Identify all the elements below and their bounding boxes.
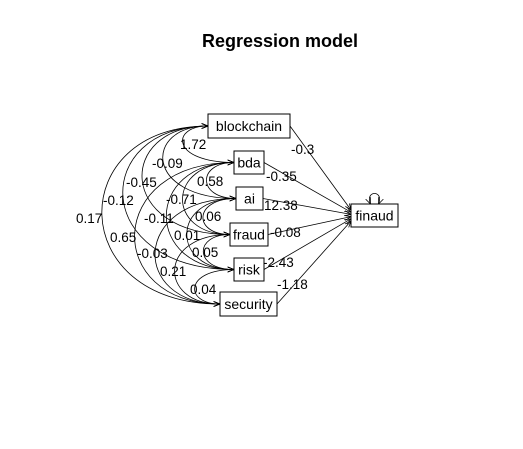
node-label-finaud: finaud bbox=[355, 208, 393, 224]
cov-coef-bda-fraud: -0.71 bbox=[166, 192, 197, 207]
node-label-fraud: fraud bbox=[233, 227, 265, 243]
cov-coef-blockchain-ai: -0.09 bbox=[152, 156, 183, 171]
diagram-title: Regression model bbox=[202, 31, 358, 51]
node-box-bda bbox=[233, 150, 265, 175]
regression-path-ai-finaud bbox=[262, 198, 351, 215]
coefficient-label-layer: -0.3 -0.35 12.38 -0.08 -2.43 -1.18 1.72 -0.09 -0… bbox=[76, 137, 314, 297]
covariance-curve-risk-security bbox=[194, 270, 234, 305]
cov-coef-bda-risk: -0.11 bbox=[144, 211, 174, 226]
node-label-security: security bbox=[224, 296, 272, 312]
node-box-finaud bbox=[350, 203, 399, 228]
path-coef-blockchain: -0.3 bbox=[291, 142, 314, 157]
node-box-blockchain bbox=[207, 113, 291, 139]
covariance-curve-blockchain-fraud bbox=[141, 126, 230, 235]
node-ai: ai bbox=[235, 186, 264, 211]
regression-path-layer bbox=[262, 125, 380, 305]
node-label-ai: ai bbox=[244, 191, 255, 207]
node-fraud: fraud bbox=[229, 222, 269, 247]
node-bda: bda bbox=[233, 150, 265, 175]
node-blockchain: blockchain bbox=[207, 113, 291, 139]
cov-coef-blockchain-risk: -0.12 bbox=[103, 193, 134, 208]
regression-path-risk-finaud bbox=[263, 219, 351, 270]
covariance-curve-bda-fraud bbox=[182, 163, 234, 235]
node-label-bda: bda bbox=[237, 155, 261, 171]
cov-coef-ai-risk: 0.01 bbox=[174, 228, 200, 243]
covariance-curve-fraud-security bbox=[174, 235, 230, 305]
covariance-layer bbox=[101, 126, 236, 305]
covariance-curve-ai-security bbox=[154, 199, 236, 305]
cov-coef-ai-fraud: 0.06 bbox=[195, 209, 221, 224]
cov-coef-ai-security: -0.03 bbox=[137, 246, 168, 261]
regression-path-blockchain-finaud bbox=[289, 125, 351, 210]
cov-coef-risk-security: 0.04 bbox=[190, 282, 217, 297]
node-finaud: finaud bbox=[350, 203, 399, 228]
node-box-ai bbox=[235, 186, 264, 211]
path-coef-ai: 12.38 bbox=[264, 198, 298, 213]
residual-variance-loop bbox=[369, 193, 379, 205]
regression-path-fraud-finaud bbox=[267, 217, 351, 235]
cov-coef-bda-security: 0.65 bbox=[110, 230, 136, 245]
cov-coef-blockchain-security: 0.17 bbox=[76, 211, 102, 226]
node-security: security bbox=[219, 291, 278, 317]
node-risk: risk bbox=[233, 257, 265, 282]
cov-coef-bda-ai: 0.58 bbox=[197, 174, 223, 189]
node-label-risk: risk bbox=[238, 262, 261, 278]
covariance-curve-blockchain-risk bbox=[122, 126, 234, 270]
covariance-curve-bda-security bbox=[134, 163, 234, 305]
path-coef-fraud: -0.08 bbox=[270, 225, 301, 240]
cov-coef-blockchain-bda: 1.72 bbox=[180, 137, 206, 152]
covariance-curve-blockchain-security bbox=[101, 126, 220, 304]
node-box-fraud bbox=[229, 222, 269, 247]
regression-path-bda-finaud bbox=[263, 162, 351, 213]
node-layer: blockchain bda ai fraud risk security finaud bbox=[207, 113, 399, 317]
cov-coef-fraud-risk: 0.05 bbox=[192, 245, 218, 260]
path-coef-security: -1.18 bbox=[277, 277, 308, 292]
covariance-curve-bda-risk bbox=[166, 163, 234, 270]
node-label-blockchain: blockchain bbox=[216, 118, 282, 134]
path-coef-bda: -0.35 bbox=[266, 169, 297, 184]
cov-coef-blockchain-fraud: -0.45 bbox=[126, 175, 157, 190]
node-box-risk bbox=[233, 257, 265, 282]
regression-path-security-finaud bbox=[276, 221, 351, 305]
path-coef-risk: -2.43 bbox=[263, 255, 294, 270]
node-box-security bbox=[219, 291, 278, 317]
cov-coef-fraud-security: 0.21 bbox=[160, 264, 186, 279]
